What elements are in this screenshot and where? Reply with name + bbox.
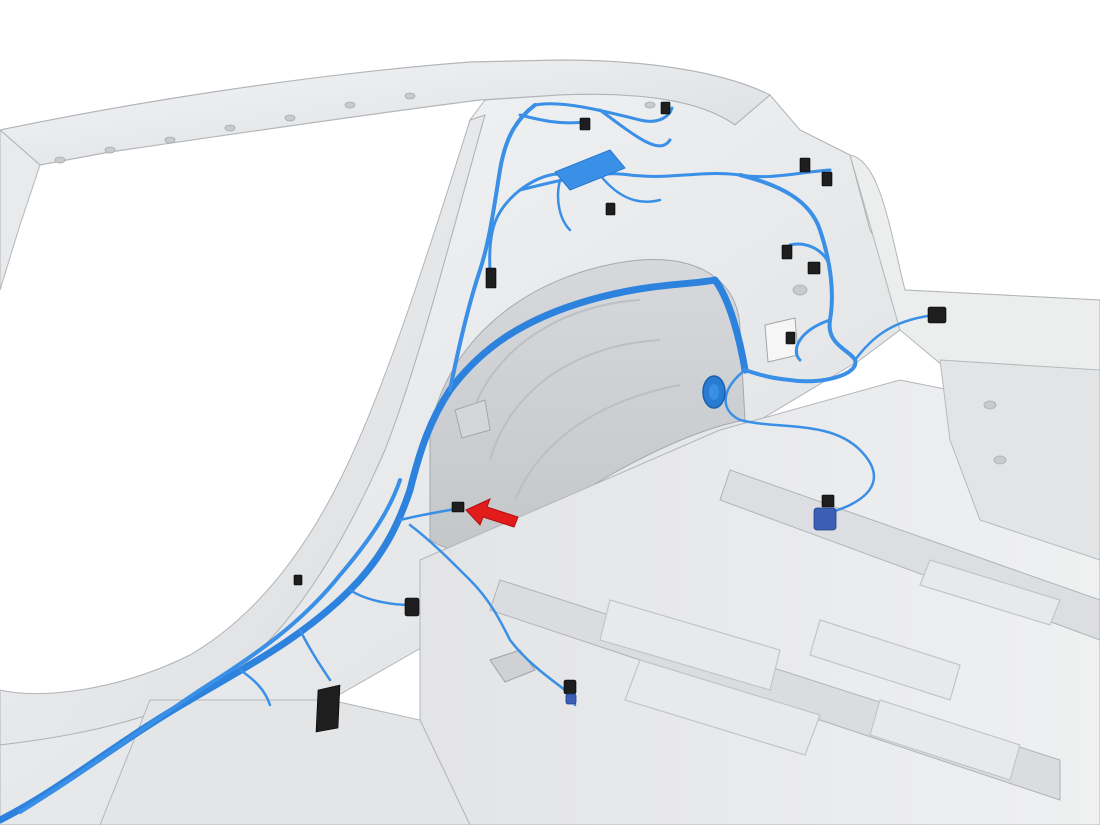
harness-secondary-trunk xyxy=(18,478,402,814)
wheel-arch-ribs xyxy=(469,299,681,501)
blue-connectors xyxy=(565,507,837,705)
floor-access-hole xyxy=(489,649,536,683)
harness-connector-icon xyxy=(799,157,811,173)
harness-connector-icon xyxy=(565,693,577,705)
harness-connector-icon xyxy=(660,101,671,115)
harness-right-loop xyxy=(788,242,832,362)
harness-connector-icon xyxy=(821,494,835,508)
rear-side-wall xyxy=(849,154,1100,421)
red-arrow-icon xyxy=(465,498,519,528)
harness-connector-icon xyxy=(579,117,591,131)
harness-connector-icon xyxy=(813,507,837,531)
harness-connector-icon xyxy=(563,679,577,695)
harness-connector-icon xyxy=(293,574,303,586)
harness-pillar-branch xyxy=(448,103,537,392)
bracket xyxy=(454,399,491,439)
rear-corner-panel xyxy=(939,359,1100,561)
harness-upper-cross-2 xyxy=(556,173,662,232)
grommet-icon xyxy=(702,375,726,409)
wiring-harness xyxy=(0,102,937,824)
harness-connector-icon xyxy=(404,597,420,617)
harness-connector-icon xyxy=(785,331,796,345)
body-structure xyxy=(0,59,1100,825)
floor-embossing xyxy=(599,559,1061,781)
left-sill xyxy=(99,699,471,825)
harness-connector-icon xyxy=(927,306,947,324)
harness-rear-branch xyxy=(853,313,937,362)
harness-connector-icon xyxy=(605,202,616,216)
panel-holes xyxy=(54,92,1007,465)
harness-tape-band xyxy=(554,149,626,191)
harness-floor-branch xyxy=(724,368,876,517)
harness-right-branch xyxy=(738,173,858,384)
side-frame xyxy=(0,129,41,291)
harness-main-trunk xyxy=(0,276,749,824)
harness-top-loop xyxy=(518,102,674,148)
harness-connector-icon xyxy=(781,244,793,260)
harness-connector-icon xyxy=(807,261,821,275)
harness-connector-icon xyxy=(485,267,497,289)
harness-connector-icon xyxy=(451,501,465,513)
harness-connector-icon xyxy=(315,684,341,733)
harness-connectors xyxy=(293,101,947,733)
harness-connector-icon xyxy=(821,171,833,187)
